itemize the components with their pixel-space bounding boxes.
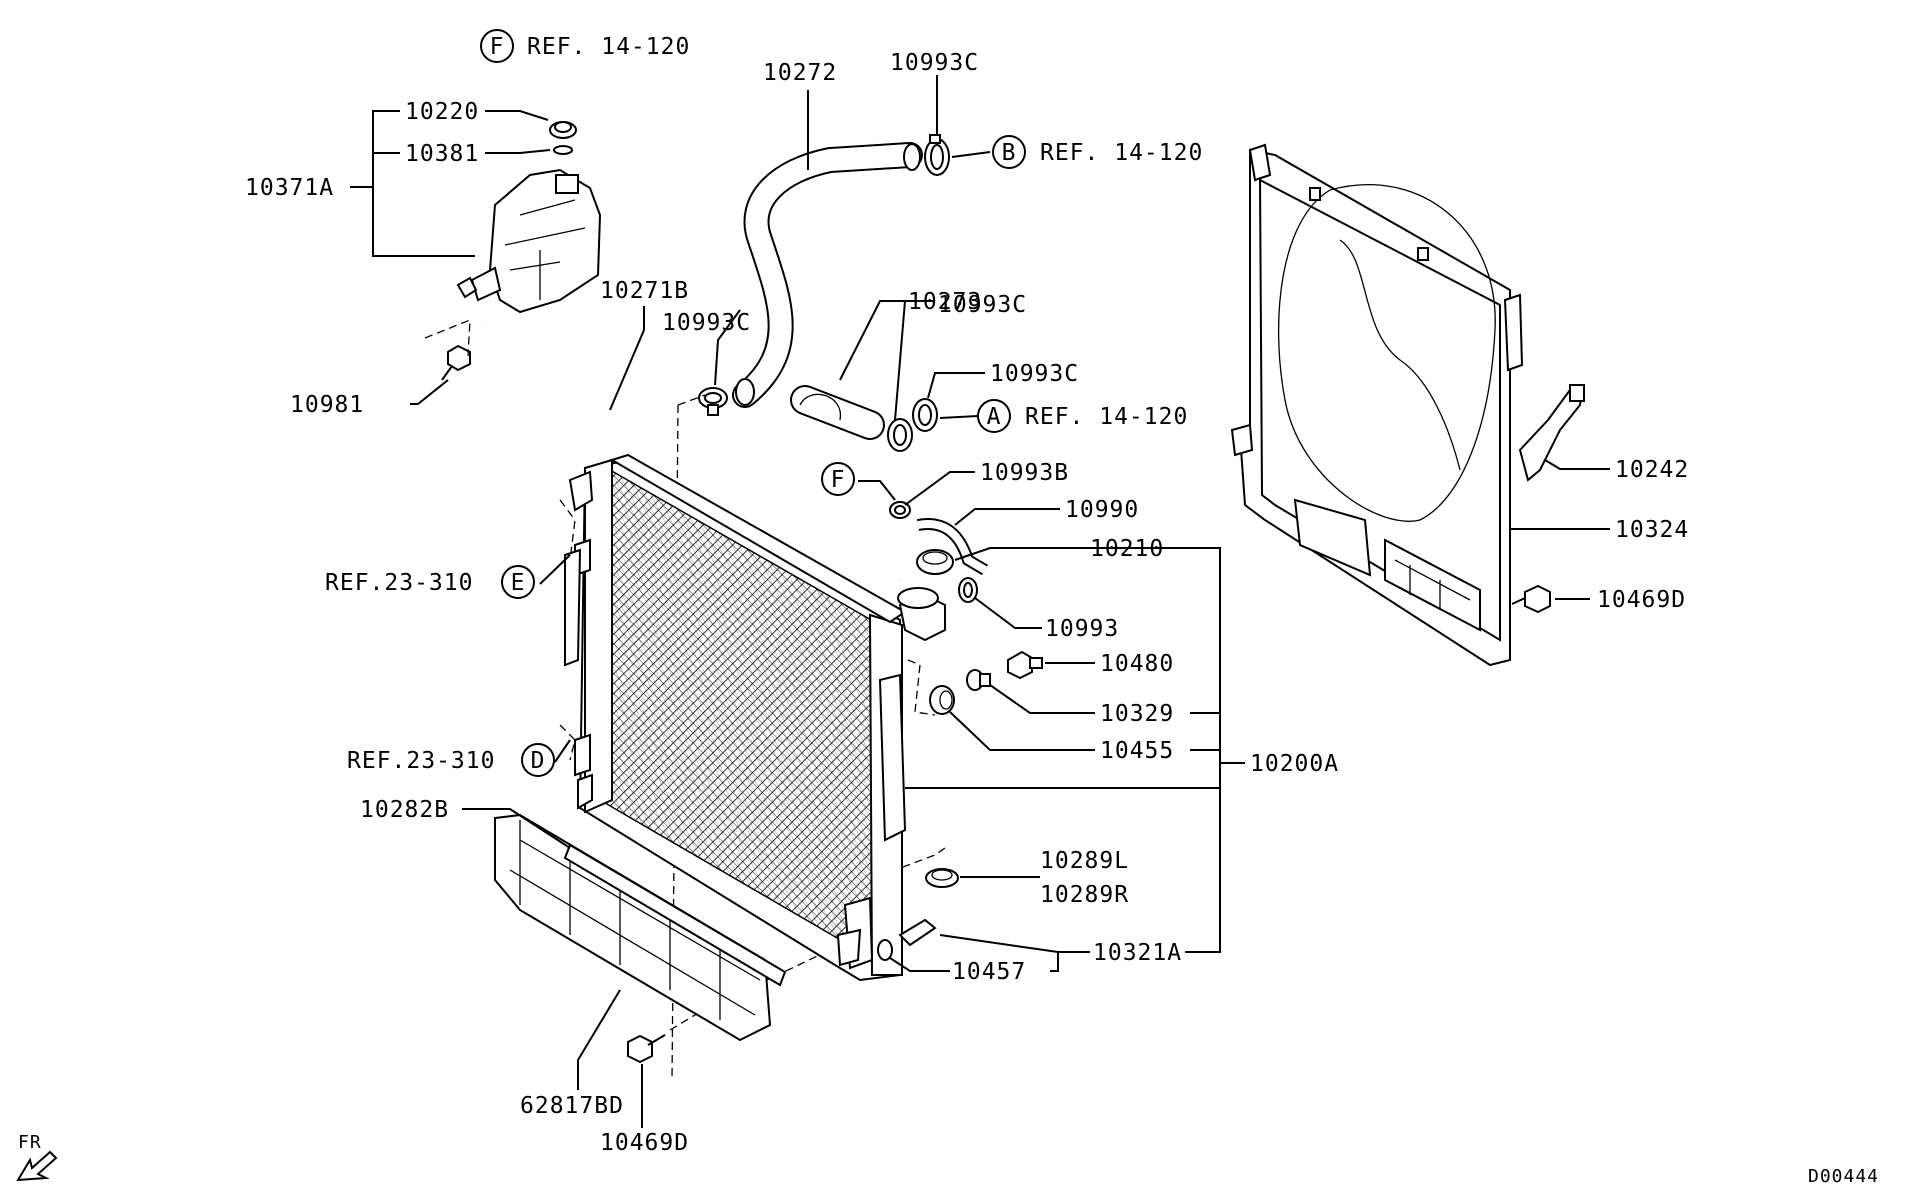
part-label: 10993C: [990, 361, 1079, 387]
front-direction-indicator: FR: [16, 1132, 58, 1182]
part-label: 10289L: [1040, 848, 1129, 874]
overflow-hose: [481, 322, 901, 582]
fan-shroud: [1230, 143, 1524, 667]
clamp-10993c-mid1: [887, 418, 913, 452]
part-label: 10455: [1100, 738, 1174, 764]
ref-text: REF.23-310: [347, 748, 495, 774]
ref-d: D REF.23-310: [347, 743, 555, 777]
ref-text: REF.23-310: [325, 570, 473, 596]
ref-text: REF. 14-120: [1025, 404, 1188, 430]
ref-letter: A: [987, 404, 1002, 430]
ref-letter: F: [831, 467, 846, 493]
ref-letter: D: [531, 748, 546, 774]
part-label: 10242: [1615, 457, 1689, 483]
ref-b: B REF. 14-120: [992, 135, 1203, 169]
part-label: 10993: [1045, 616, 1119, 642]
bolt-10469d-right: [1511, 584, 1551, 614]
part-label: 10981: [290, 392, 364, 418]
part-label: 10271B: [600, 278, 689, 304]
dashed-guides: [559, 499, 946, 1031]
radiator-cap: [916, 549, 954, 575]
diagram-id: D00444: [1808, 1166, 1879, 1187]
part-label: 10200A: [1250, 751, 1339, 777]
plug-10329: [966, 669, 991, 691]
part-label: 10324: [1615, 517, 1689, 543]
lower-hose: [790, 385, 885, 440]
part-label: 10272: [763, 60, 837, 86]
ref-a: A REF. 14-120: [977, 399, 1188, 433]
upper-hose: [732, 142, 923, 408]
part-label: 10220: [405, 99, 479, 125]
ref-letter: F: [490, 34, 505, 60]
part-label: 10329: [1100, 701, 1174, 727]
clamp-10993: [958, 577, 978, 603]
lower-shroud: [494, 813, 787, 1042]
part-label: 10993C: [938, 292, 1027, 318]
bolt-10981: [424, 319, 471, 381]
part-label: 10273: [908, 289, 982, 315]
part-label: 10990: [1065, 497, 1139, 523]
bracket-10242: [1518, 384, 1585, 482]
ref-f-mid: F: [821, 462, 855, 496]
part-label: 10210: [1090, 536, 1164, 562]
part-label: 10371A: [245, 175, 334, 201]
small-hose-10990: [916, 518, 989, 576]
leader-lines: [350, 75, 1610, 1128]
drain-plug-10480: [1007, 650, 1043, 680]
ref-f-top: F REF. 14-120: [480, 29, 690, 63]
clamp-10993c-top: [924, 134, 950, 176]
part-label: 10321A: [1093, 940, 1182, 966]
part-label: 62817BD: [520, 1093, 624, 1119]
part-label: 10993B: [980, 460, 1069, 486]
ref-text: REF. 14-120: [1040, 140, 1203, 166]
ref-letter: B: [1002, 140, 1017, 166]
part-label: 10993C: [662, 310, 751, 336]
bolt-10469d-bottom: [627, 1034, 666, 1064]
part-label: 10469D: [600, 1130, 689, 1156]
fr-label: FR: [18, 1132, 42, 1153]
part-labels: 10220 10381 10371A 10981 10271B 10272 10…: [245, 50, 1689, 1156]
ref-letter: E: [511, 570, 526, 596]
part-label: 10993C: [890, 50, 979, 76]
cushion-10455: [929, 685, 955, 715]
part-label: 10282B: [360, 797, 449, 823]
reservoir-tank: [456, 121, 602, 314]
part-label: 10480: [1100, 651, 1174, 677]
clamp-10993c-mid2: [912, 398, 938, 432]
radiator: [564, 453, 959, 982]
ref-text: REF. 14-120: [527, 34, 690, 60]
part-label: 10289R: [1040, 882, 1129, 908]
part-label: 10469D: [1597, 587, 1686, 613]
arrow-icon: [16, 1150, 58, 1182]
ref-e: E REF.23-310: [325, 565, 535, 599]
part-label: 10457: [952, 959, 1026, 985]
part-label: 10381: [405, 141, 479, 167]
clamp-10993b: [889, 501, 911, 519]
